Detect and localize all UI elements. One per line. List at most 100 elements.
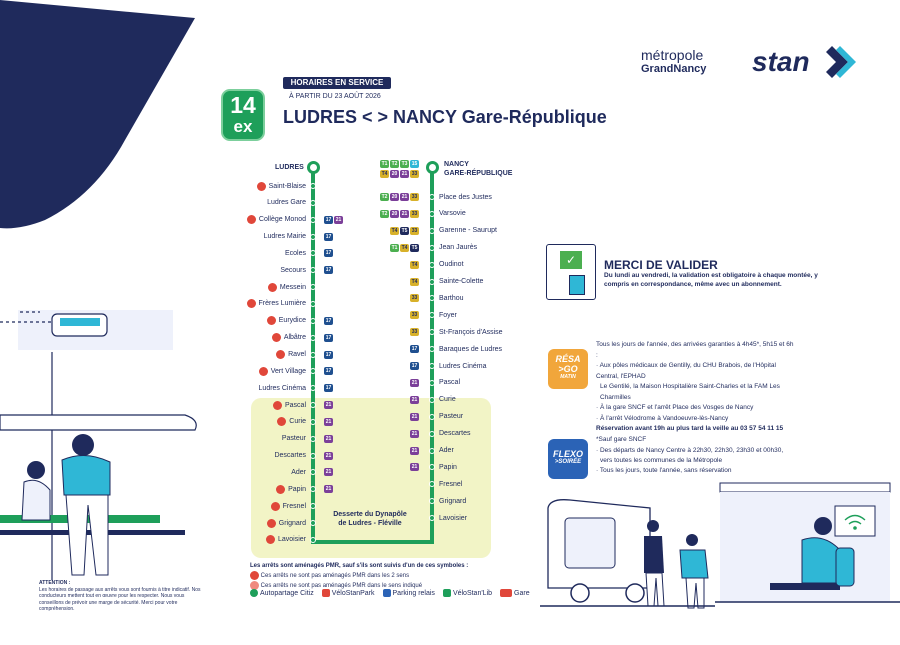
stop-dot	[429, 210, 435, 217]
stop-dot	[310, 250, 316, 257]
connection-badge-21: 21	[400, 170, 409, 178]
connection-badge-17: 17	[324, 384, 333, 393]
resa-go-text: Tous les jours de l'année, des arrivées …	[596, 340, 796, 445]
stop-dot	[429, 227, 435, 234]
validate-illustration: ✓	[546, 244, 596, 300]
line-badge: 14 ex	[221, 89, 265, 141]
connection-badge-21: 21	[324, 451, 333, 460]
connection-badge-t5: T5	[400, 226, 409, 235]
connection-badge-t2: T2	[380, 209, 389, 218]
resa-line: Le Gentilé, la Maison Hospitalière Saint…	[600, 383, 780, 401]
stop-label: Descartes	[274, 452, 306, 460]
stop-dot	[310, 300, 316, 307]
stop-label: Jean Jaurès	[439, 244, 478, 252]
stop-label: Grignard	[439, 497, 467, 505]
pmr-icon	[271, 501, 280, 511]
stop-dot	[310, 435, 316, 442]
stop-dot	[429, 278, 435, 285]
line-suffix: ex	[233, 117, 253, 136]
legend-item2: Ces arrêts ne sont pas aménagés PMR dans…	[260, 583, 423, 590]
legend-item2-row: Ces arrêts ne sont pas aménagés PMR dans…	[250, 581, 468, 591]
flexo-line: vers toutes les communes de la Métropole	[600, 457, 723, 464]
stop-dot	[310, 284, 316, 291]
connection-badge-21: 21	[410, 463, 419, 472]
resa-line: Tous les jours de l'année, des arrivées …	[596, 341, 794, 359]
service-label: VéloStan'Lib	[452, 589, 493, 597]
since-date: À PARTIR DU 23 AOÛT 2026	[289, 93, 381, 100]
connection-badge-17: 17	[324, 333, 333, 342]
connection-badge-33: 33	[410, 311, 419, 320]
service-gare: Gare	[500, 589, 530, 597]
resa-badge-line1: RÉSA	[555, 354, 581, 364]
left-terminus-dot	[307, 161, 320, 174]
stop-label: Curie	[439, 396, 456, 404]
stop-label: Fresnel	[282, 502, 306, 510]
connection-badge-17: 17	[324, 350, 333, 359]
stop-label: Foyer	[439, 311, 457, 319]
connection-badge-t4: T4	[410, 277, 419, 286]
stop-label: Pascal	[284, 401, 306, 409]
service-label: Gare	[514, 589, 530, 597]
stop-label: Oudinot	[439, 261, 464, 269]
connection-badge-21: 21	[410, 429, 419, 438]
stop-label: Barthou	[439, 294, 464, 302]
connection-badge-17: 17	[324, 316, 333, 325]
stop-dot	[429, 430, 435, 437]
connection-badge-17: 17	[324, 266, 333, 275]
right-terminus-name-2: GARE-RÉPUBLIQUE	[444, 170, 513, 177]
connection-badge-t4: T4	[400, 243, 409, 252]
metropole-logo-text: métropole	[641, 47, 704, 63]
connection-badge-33: 33	[410, 193, 419, 201]
connection-badge-33: 33	[410, 170, 419, 178]
right-terminus-name-1: NANCY	[444, 161, 469, 168]
resa-badge-line2: >GO	[558, 364, 578, 374]
stop-dot	[429, 295, 435, 302]
flexo-line: · Des départs de Nancy Centre à 22h30, 2…	[596, 447, 784, 454]
connection-badge-t3: T3	[400, 160, 409, 168]
stop-dot	[310, 183, 316, 189]
validator-icon	[569, 275, 585, 295]
stop-dot	[429, 244, 435, 251]
stop-label: Papin	[288, 485, 306, 493]
dynapole-zone	[251, 398, 491, 558]
connection-badge-17: 17	[410, 345, 419, 354]
hours-badge: HORAIRES EN SERVICE	[283, 77, 391, 89]
stop-label: Ader	[291, 468, 306, 476]
flexo-line: · Tous les jours, toute l'année, sans ré…	[596, 467, 732, 474]
connection-badge-t2: T2	[380, 193, 389, 201]
service-label: VéloStanPark	[331, 589, 375, 597]
train-icon	[500, 589, 513, 597]
resa-line: · Aux pôles médicaux de Gentilly, du CHU…	[596, 362, 776, 380]
connection-badge-33: 33	[410, 328, 419, 337]
resa-badge-line3: MATIN	[560, 374, 576, 380]
stop-label: Grignard	[278, 519, 306, 527]
connection-badge-20: 20	[390, 193, 399, 201]
stop-label: Lavoisier	[439, 514, 468, 522]
stop-dot	[429, 312, 435, 319]
legend-title: Les arrêts sont aménagés PMR, sauf s'ils…	[250, 563, 469, 569]
connection-badge-33: 33	[410, 209, 419, 218]
pmr-icon	[247, 299, 256, 309]
connection-badge-17: 17	[324, 215, 333, 224]
bus-shelter-illustration	[540, 482, 900, 609]
stop-dot	[310, 486, 316, 493]
route-title: LUDRES < > NANCY Gare-République	[283, 107, 607, 127]
pmr-legend: Les arrêts sont aménagés PMR, sauf s'ils…	[250, 562, 468, 591]
line-number: 14	[230, 92, 256, 118]
stop-dot	[310, 368, 316, 375]
stop-label: Saint-Blaise	[268, 182, 306, 190]
connection-badge-21: 21	[410, 446, 419, 455]
connection-badge-17: 17	[324, 232, 333, 241]
stop-dot	[310, 233, 316, 240]
stop-dot	[429, 498, 435, 505]
corner-decoration	[0, 0, 195, 229]
attention-title: ATTENTION :	[39, 580, 71, 586]
stop-dot	[429, 194, 435, 200]
resa-go-badge: RÉSA >GO MATIN	[548, 349, 588, 389]
connection-badge-15: 15	[410, 160, 419, 168]
stop-dot	[310, 402, 316, 409]
connection-badge-21: 21	[324, 417, 333, 426]
connection-badge-t4: T4	[410, 260, 419, 269]
stop-dot	[429, 379, 435, 386]
flexo-text: · Des départs de Nancy Centre à 22h30, 2…	[596, 446, 816, 476]
